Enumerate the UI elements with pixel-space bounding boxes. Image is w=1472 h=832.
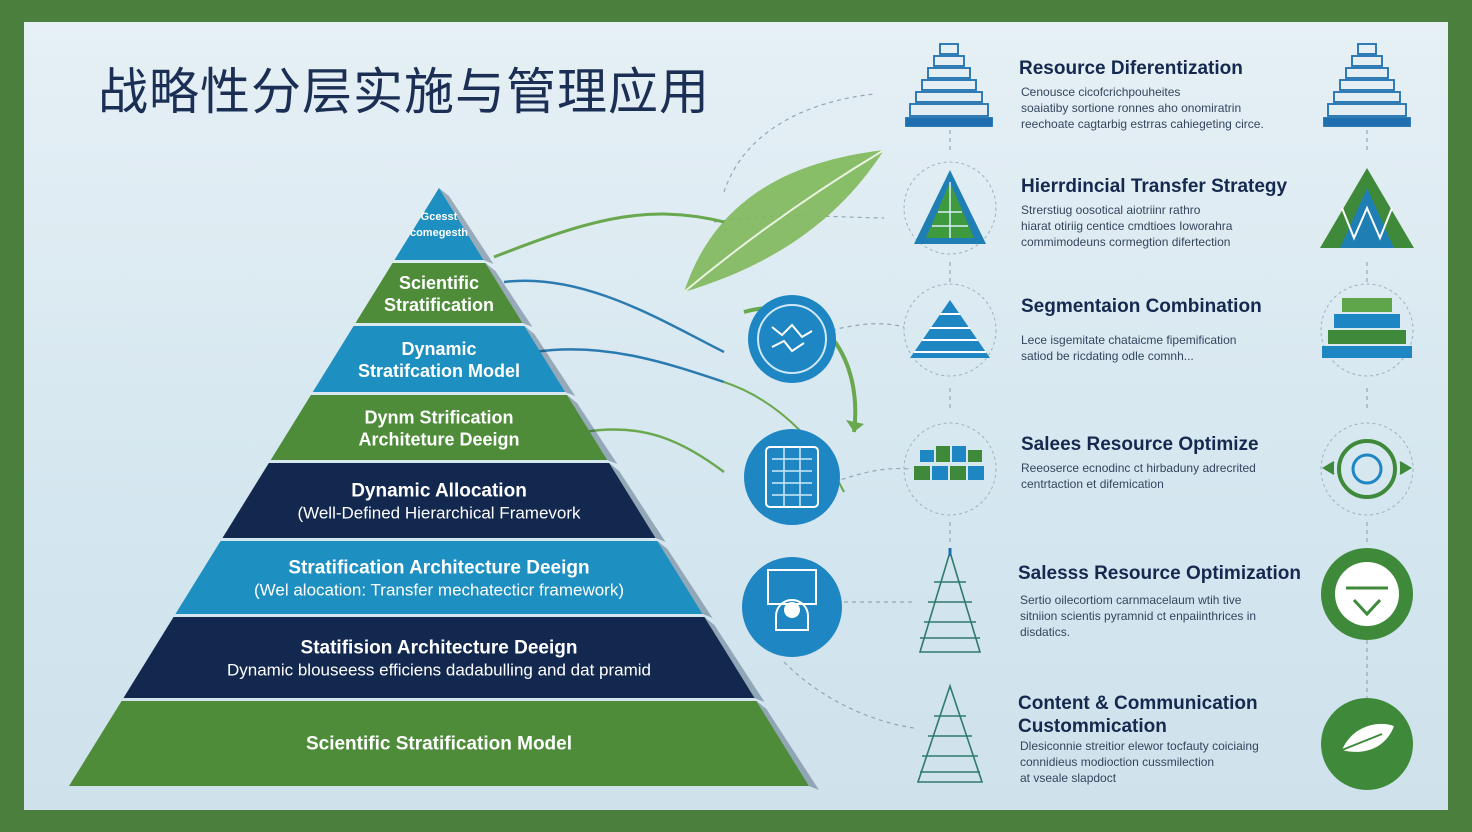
line-tree-icon	[918, 548, 982, 653]
row-desc-5: Sertio oilecortiom carnmacelaum wtih tiv…	[1020, 593, 1257, 639]
pyramid-tier-subtitle: (Well-Defined Hierarchical Framevork	[297, 504, 581, 523]
pyramid-tier	[222, 463, 656, 538]
pyramid-tier-shadow	[657, 541, 713, 618]
row-title-2: Hierrdincial Transfer Strategy	[1021, 176, 1288, 197]
row-title-5: Salesss Resource Optimization	[1018, 563, 1301, 584]
row-desc-6: Dlesiconnie streitior elewor tocfauty co…	[1020, 739, 1259, 785]
page-title: 战略性分层实施与管理应用	[98, 63, 710, 121]
pyramid-tier-subtitle: Dynamic blouseess efficiens dadabulling …	[227, 661, 651, 680]
pyramid-tier-shadow	[439, 188, 494, 264]
pyramid-tier-shadow	[609, 463, 666, 542]
pyramid-tier-title: Dynamic	[401, 339, 476, 359]
pyramid-tier-shadow	[567, 395, 618, 464]
pyramid-tier	[175, 541, 703, 614]
pyramid-tier-shadow	[704, 617, 765, 702]
row-title-6: Content & Communication Custommication	[1018, 693, 1258, 737]
stepped-pyramid-icon	[905, 43, 993, 127]
diagram-layer: Gcesst comegesthScientificStratificationD…	[69, 43, 1414, 790]
pyramid-tier-title: Stratification Architecture Deeign	[288, 558, 589, 579]
grid-blocks-icon	[903, 422, 997, 516]
row-desc-4: Reeoserce ecnodinc ct hirbaduny adrecrit…	[1021, 461, 1256, 491]
pyramid-tier-title: Gcesst	[421, 211, 458, 223]
pyramid-tier-subtitle: (Wel alocation: Transfer mechatecticr fr…	[254, 581, 624, 600]
column-connectors	[949, 130, 1368, 702]
line-tree-icon-2	[916, 683, 984, 783]
circle-globe-icon	[744, 429, 840, 525]
circle-people-icon	[742, 557, 842, 657]
triangle-tree-icon	[903, 161, 997, 255]
grid-pyramid-icon	[903, 283, 997, 377]
layered-stack-icon	[1320, 283, 1414, 377]
pyramid-tier	[123, 617, 755, 698]
row-title-4: Salees Resource Optimize	[1021, 434, 1259, 455]
pyramid-tier-title: Statifision Architecture Deeign	[301, 638, 578, 659]
pyramid-tier-shadow	[756, 701, 819, 790]
row-desc-1: Cenousce cicofcrichpouheites soaiatiby s…	[1021, 85, 1264, 131]
pyramid-tier	[69, 701, 809, 786]
pyramid-tier-subtitle: Stratifcation Model	[358, 361, 520, 381]
pyramid-tier	[355, 263, 523, 323]
row-title-3: Segmentaion Combination	[1021, 296, 1262, 317]
pyramid-tier-title: Scientific	[399, 273, 479, 293]
pyramid-tier-shadow	[485, 263, 533, 327]
seal-badge-icon	[1321, 548, 1413, 640]
leaf-badge-icon	[1321, 698, 1413, 790]
stepped-pyramid-icon-right	[1323, 43, 1411, 127]
pyramid-tier-subtitle: comegesth	[410, 227, 468, 239]
row-desc-3: Lece isgemitate chataicme fipemification…	[1021, 333, 1237, 363]
infographic-canvas: 战略性分层实施与管理应用	[24, 22, 1448, 810]
tree-people-icon	[1320, 168, 1414, 248]
pyramid-tier-title: Dynm Strification	[364, 408, 513, 428]
pyramid-tier-shadow	[524, 326, 576, 396]
recycle-arrows-icon	[1320, 422, 1414, 516]
row-desc-2: Strerstiug oosotical aiotriinr rathro hi…	[1021, 203, 1233, 249]
pyramid-tier	[312, 326, 566, 392]
pyramid-tier-title: Dynamic Allocation	[351, 481, 527, 502]
pyramid-tier-title: Scientific Stratification Model	[306, 734, 572, 755]
pyramid-tier-subtitle: Architeture Deeign	[358, 430, 519, 450]
pyramid-tier	[394, 188, 484, 260]
pyramid-tier	[270, 395, 608, 460]
pyramid-tier-subtitle: Stratification	[384, 295, 494, 315]
circle-network-icon	[748, 295, 836, 383]
row-title-1: Resource Diferentization	[1019, 58, 1243, 79]
pyramid: Gcesst comegesthScientificStratificationD…	[69, 188, 819, 790]
